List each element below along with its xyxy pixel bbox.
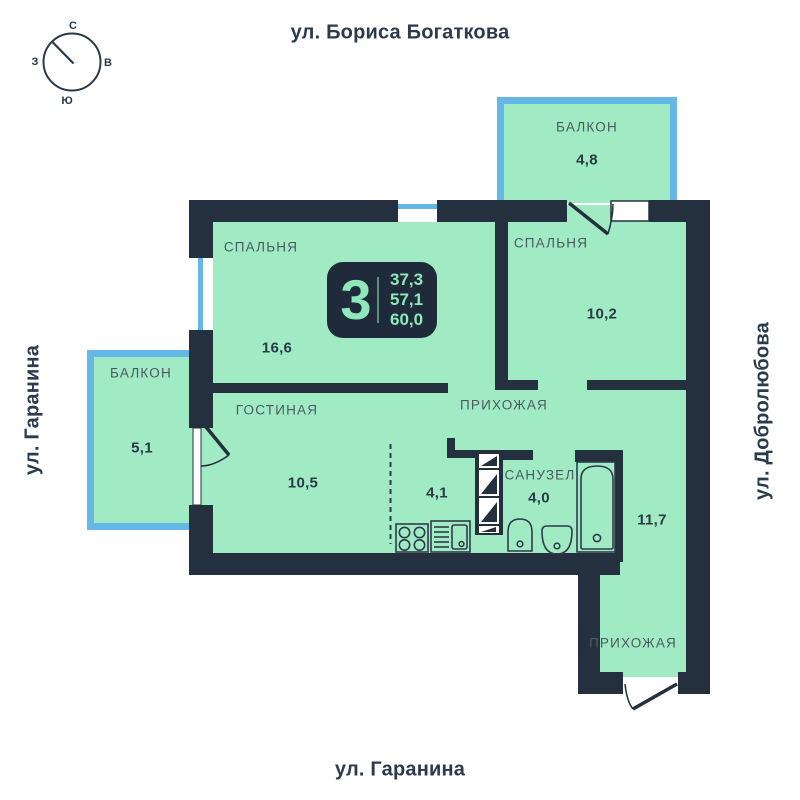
room-label-bedroom-right: СПАЛЬНЯ xyxy=(513,235,589,251)
room-label-balcony-top: БАЛКОН xyxy=(556,119,618,135)
badge-divider xyxy=(377,277,379,323)
badge-area-value: 57,1 xyxy=(390,290,424,309)
balcony-door-left xyxy=(200,425,231,467)
door-arc xyxy=(607,203,614,235)
wall-segment xyxy=(578,558,600,694)
walls xyxy=(189,200,710,694)
wall-segment xyxy=(189,553,620,575)
fixtures xyxy=(395,461,616,555)
room-label-balcony-left: БАЛКОН xyxy=(110,365,172,381)
room-label-hallway-center: ПРИХОЖАЯ xyxy=(460,397,548,413)
compass-north-label: С xyxy=(69,20,77,32)
wall-segment xyxy=(190,200,398,222)
wall-segment xyxy=(600,672,623,694)
door-leaf xyxy=(567,201,610,236)
balcony-door-top xyxy=(567,201,614,236)
room-area-kitchen: 4,1 xyxy=(426,484,448,502)
window xyxy=(398,200,437,222)
vent-triangle xyxy=(481,456,497,466)
stove-icon xyxy=(395,523,429,553)
vent-shaft-icon xyxy=(479,454,499,533)
toilet-icon xyxy=(507,518,533,552)
room-area-living: 10,5 xyxy=(287,474,319,492)
wall-segment xyxy=(678,672,710,694)
compass xyxy=(42,32,102,92)
vent-triangle xyxy=(481,527,496,532)
compass-needle xyxy=(51,40,75,65)
washbasin-icon xyxy=(541,525,573,555)
room-label-living: ГОСТИНАЯ xyxy=(235,402,319,418)
wall-segment xyxy=(189,330,213,428)
street-label-top: ул. Бориса Богаткова xyxy=(290,21,510,44)
wall-segment xyxy=(495,222,508,390)
door-leaf xyxy=(204,425,231,457)
wall-segment xyxy=(213,383,448,393)
balcony-left-frame xyxy=(87,350,196,530)
compass-circle xyxy=(42,32,102,92)
door-arc xyxy=(624,683,634,710)
street-label-bottom: ул. Гаранина xyxy=(334,758,466,781)
room-area-bedroom-right: 10,2 xyxy=(586,305,618,323)
room-area-bedroom-left: 16,6 xyxy=(261,339,293,357)
balcony-door-threshold xyxy=(192,427,202,506)
wall-segment xyxy=(447,450,482,458)
apartment-badge: 3 37,3 57,1 60,0 xyxy=(327,262,437,338)
vent-triangle xyxy=(481,474,497,494)
badge-area-value: 60,0 xyxy=(390,310,424,329)
badge-areas: 37,3 57,1 60,0 xyxy=(390,270,423,330)
bathtub-icon xyxy=(576,461,616,553)
wall-segment xyxy=(447,438,455,458)
room-area-balcony-top: 4,8 xyxy=(576,151,598,169)
street-label-right: ул. Добролюбова xyxy=(751,322,774,500)
compass-west-label: З xyxy=(31,56,39,68)
doors xyxy=(200,201,678,711)
door-leaf xyxy=(632,682,678,711)
wall-segment xyxy=(615,450,623,562)
wall-segment xyxy=(502,450,533,460)
street-label-left: ул. Гаранина xyxy=(21,344,44,476)
wall-segment xyxy=(575,450,623,462)
windows xyxy=(189,200,650,506)
wall-segment xyxy=(189,200,213,258)
room-label-hallway-entry: ПРИХОЖАЯ xyxy=(589,635,677,651)
wall-segment xyxy=(495,380,538,390)
room-label-bathroom: САНУЗЕЛ xyxy=(504,467,576,483)
vent-triangle xyxy=(481,502,497,522)
room-area-bathroom: 4,0 xyxy=(528,489,550,507)
kitchen-sink-icon xyxy=(430,520,471,553)
entrance-door xyxy=(624,682,678,711)
room-label-bedroom-left: СПАЛЬНЯ xyxy=(223,239,299,255)
window-glass-line xyxy=(198,258,203,330)
wall-segment xyxy=(437,200,567,222)
door-arc xyxy=(200,454,230,467)
badge-room-count: 3 xyxy=(340,268,371,331)
balcony-door-window xyxy=(610,200,650,222)
compass-south-label: Ю xyxy=(61,95,73,107)
room-area-balcony-left: 5,1 xyxy=(131,439,153,457)
wall-segment xyxy=(587,380,688,390)
wall-segment xyxy=(686,200,710,694)
balcony-top-frame xyxy=(497,97,677,203)
balcony-floor xyxy=(504,104,670,203)
window-glass-line xyxy=(398,204,437,209)
compass-east-label: В xyxy=(104,57,112,69)
badge-area-value: 37,3 xyxy=(390,270,424,289)
balcony-floor xyxy=(94,357,196,523)
room-area-corridor: 11,7 xyxy=(637,511,667,529)
